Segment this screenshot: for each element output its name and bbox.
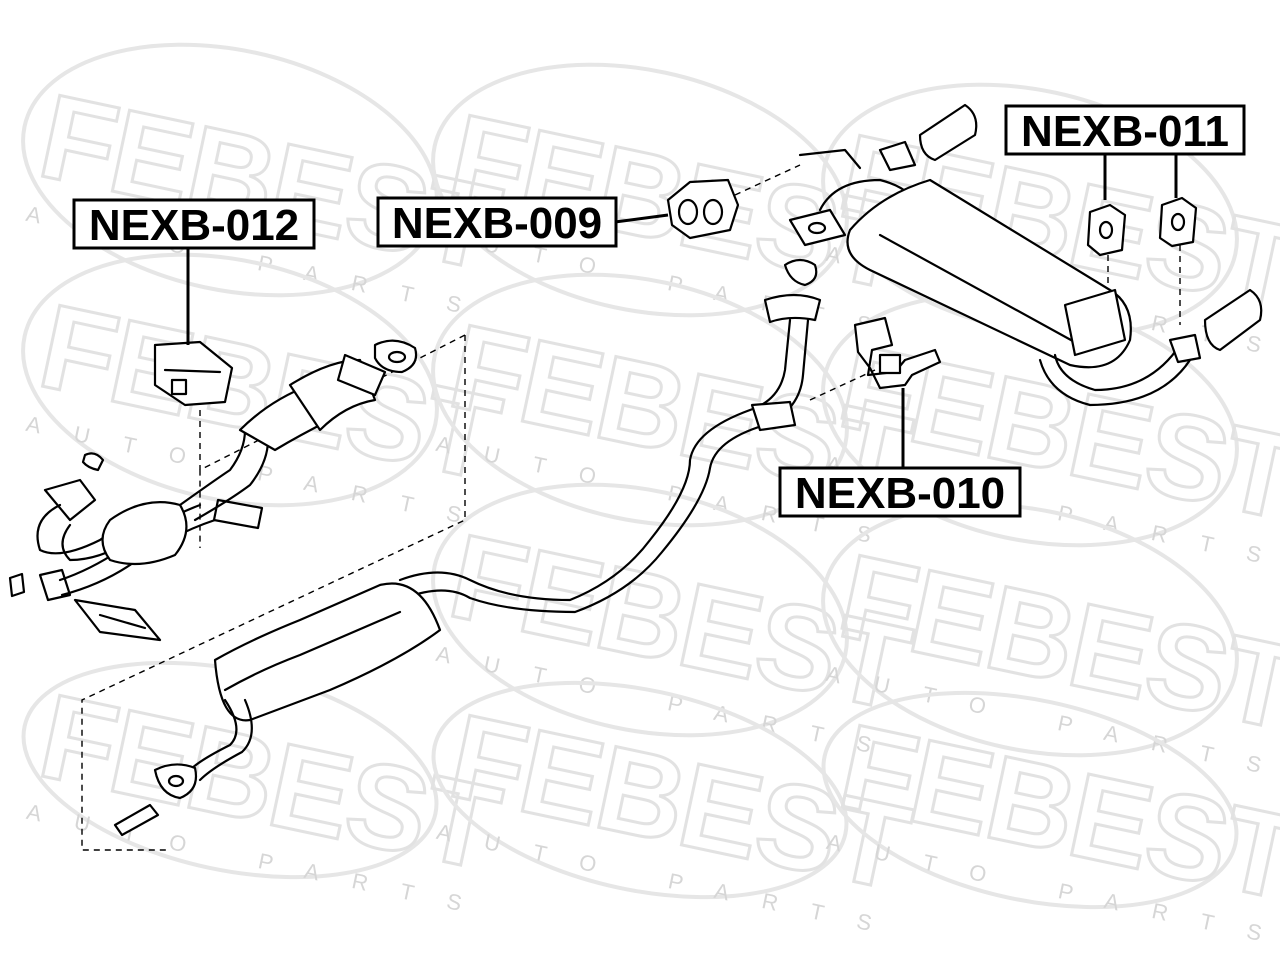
center-pipe-hanger-bracket <box>750 400 797 432</box>
nexb-011-right-mount-part <box>1158 196 1198 248</box>
tailpipe-tip-rear <box>1203 288 1263 352</box>
front-muffler-inlet-upper <box>188 698 238 772</box>
callout-box <box>778 466 1022 518</box>
rear-hanger-rod <box>798 148 862 170</box>
part-number-label: NEXB-010 <box>795 469 1005 518</box>
nexb-009-guide-line <box>734 164 801 196</box>
part-number-label: NEXB-011 <box>1021 107 1229 156</box>
gasket-small <box>81 452 105 472</box>
gasket-ring-hole <box>387 350 407 364</box>
center-pipe-upper-edge <box>398 318 792 602</box>
front-muffler-inlet-lower <box>198 698 253 782</box>
front-section-frame <box>81 335 466 851</box>
nexb-011-left-mount-part <box>1086 203 1127 257</box>
center-pipe-flange <box>763 293 822 324</box>
callout-box <box>1004 104 1246 156</box>
mid-pipe-front-lower <box>178 428 247 507</box>
tailpipe-hanger-ring <box>1168 333 1202 364</box>
part-number-label: NEXB-009 <box>392 199 602 248</box>
rear-muffler-body <box>846 178 1132 369</box>
heat-shield-rib <box>98 613 147 630</box>
downpipe-branch-d <box>60 518 217 597</box>
muffler-end-plate <box>1063 288 1127 357</box>
nexb-012-mount-rib <box>163 368 222 374</box>
front-muffler-seam <box>223 610 402 692</box>
catalyst-outlet-flange <box>336 353 387 397</box>
rear-tailpipe-upper <box>1053 343 1182 392</box>
callout-nexb-010[interactable]: NEXB-010 <box>778 466 1022 518</box>
rear-hanger-bracket <box>878 140 917 172</box>
rubber-mounts <box>666 178 1198 390</box>
front-catalyst <box>101 501 188 566</box>
rear-tailpipe-lower <box>1038 358 1192 407</box>
front-muffler <box>213 582 442 722</box>
nexb-009-leader <box>614 213 669 224</box>
flange-bolt-spring <box>113 803 160 837</box>
nexb-010-mount-part <box>853 316 942 390</box>
front-muffler-flange-hole <box>167 774 185 788</box>
nexb-009-mount-part <box>666 178 740 240</box>
callout-nexb-012[interactable]: NEXB-012 <box>72 198 316 250</box>
rear-muffler-seam <box>878 233 1082 347</box>
rear-inlet-flange-hole <box>807 221 827 235</box>
callout-box <box>72 198 316 250</box>
callout-nexb-009[interactable]: NEXB-009 <box>376 196 618 248</box>
center-pipe-assembly <box>113 293 822 837</box>
front-downpipe-assembly <box>8 339 418 642</box>
nexb-012-mount-hole <box>170 378 188 396</box>
lower-bracket <box>212 498 264 530</box>
callout-leaders <box>186 150 1178 468</box>
gasket-side <box>8 572 26 598</box>
tailpipe-tip-front <box>918 103 978 162</box>
manifold-flange-lower <box>38 568 72 602</box>
rear-gasket-ring <box>783 258 818 287</box>
manifold-flange-upper <box>43 478 97 522</box>
nexb-010-guide-line <box>809 369 876 401</box>
callout-box <box>376 196 618 248</box>
mid-pipe-front-upper <box>193 438 270 522</box>
rear-muffler-assembly <box>783 103 1263 407</box>
part-number-label: NEXB-012 <box>89 201 299 250</box>
callout-nexb-011[interactable]: NEXB-011 <box>1004 104 1246 156</box>
